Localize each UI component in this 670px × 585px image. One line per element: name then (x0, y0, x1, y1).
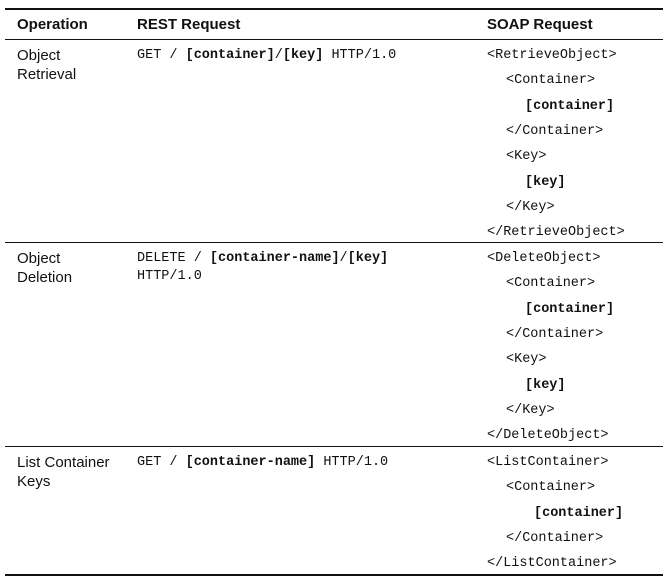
operation-line: Keys (17, 473, 51, 490)
soap-tag: <DeleteObject> (487, 251, 601, 266)
operation-line: Retrieval (17, 66, 77, 83)
header-operation: Operation (17, 16, 88, 33)
soap-tag: </Key> (506, 402, 555, 418)
soap-placeholder: [key] (525, 174, 566, 190)
soap-tag: <Key> (506, 149, 547, 165)
table-bottom-rule (5, 574, 663, 576)
row-3-operation: List Container Keys (17, 453, 110, 491)
header-bottom-rule (5, 39, 663, 40)
operation-line: Object (17, 47, 61, 64)
rest-placeholder: [key] (347, 251, 389, 266)
rest-text: DELETE / (137, 251, 210, 266)
soap-tag: <ListContainer> (487, 455, 609, 470)
rest-text: / (339, 251, 348, 266)
soap-placeholder: [container] (534, 505, 624, 521)
table-top-rule (5, 8, 663, 10)
soap-tag: </Container> (506, 326, 604, 342)
soap-tag: </Container> (506, 123, 604, 139)
soap-tag: </ListContainer> (487, 556, 617, 572)
rest-line: DELETE / [container-name]/[key] (137, 250, 388, 268)
rest-text: / (274, 48, 283, 63)
rest-text: HTTP/1.0 (315, 455, 389, 470)
operation-line: Deletion (17, 269, 73, 286)
row-1-rest-request: GET / [container]/[key] HTTP/1.0 (137, 47, 396, 65)
row-1-operation: Object Retrieval (17, 46, 76, 84)
row-divider-1 (5, 242, 663, 243)
row-divider-2 (5, 446, 663, 447)
soap-tag: <Container> (506, 73, 596, 89)
row-2-rest-request: DELETE / [container-name]/[key]HTTP/1.0 (137, 250, 388, 286)
soap-tag: <Container> (506, 480, 596, 496)
header-rest-request: REST Request (137, 16, 241, 33)
row-2-operation: Object Deletion (17, 249, 72, 287)
rest-line: HTTP/1.0 (137, 268, 388, 286)
rest-placeholder: [container-name] (209, 251, 340, 266)
rest-line: GET / [container-name] HTTP/1.0 (137, 454, 388, 472)
soap-tag: </DeleteObject> (487, 428, 609, 444)
rest-text: HTTP/1.0 (323, 48, 397, 63)
operation-line: List Container (17, 454, 110, 471)
rest-placeholder: [key] (282, 48, 324, 63)
rest-line: GET / [container]/[key] HTTP/1.0 (137, 47, 396, 65)
soap-placeholder: [key] (525, 377, 566, 393)
soap-tag: <Key> (506, 352, 547, 368)
rest-placeholder: [container-name] (185, 455, 316, 470)
rest-text: GET / (137, 48, 186, 63)
row-3-rest-request: GET / [container-name] HTTP/1.0 (137, 454, 388, 472)
soap-tag: </Container> (506, 530, 604, 546)
header-soap-request: SOAP Request (487, 16, 593, 33)
rest-placeholder: [container] (185, 48, 275, 63)
soap-placeholder: [container] (525, 301, 615, 317)
soap-tag: </RetrieveObject> (487, 225, 625, 241)
soap-tag: <Container> (506, 276, 596, 292)
soap-placeholder: [container] (525, 98, 615, 114)
soap-tag: <RetrieveObject> (487, 48, 617, 63)
rest-text: GET / (137, 455, 186, 470)
rest-text: HTTP/1.0 (137, 269, 202, 284)
operation-line: Object (17, 250, 61, 267)
soap-tag: </Key> (506, 199, 555, 215)
